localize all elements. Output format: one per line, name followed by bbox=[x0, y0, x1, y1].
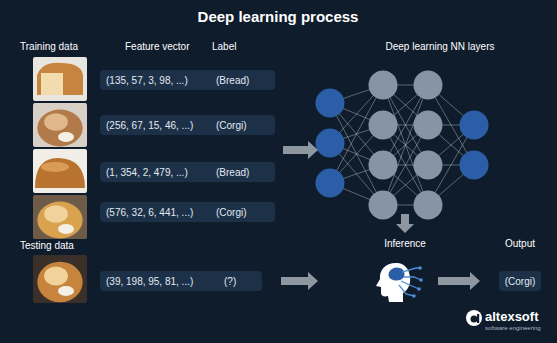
circuit-dot bbox=[417, 287, 421, 291]
corgi-fur bbox=[44, 205, 68, 223]
bread-highlight bbox=[41, 162, 69, 172]
bread-loaf bbox=[35, 158, 85, 188]
flow-arrow bbox=[396, 214, 414, 233]
photo bbox=[33, 57, 87, 101]
feature-vector-box: (576, 32, 6, 441, ...)(Corgi) bbox=[100, 202, 275, 222]
photo bbox=[33, 255, 87, 303]
neuron bbox=[460, 111, 489, 140]
bread-slice bbox=[41, 73, 63, 95]
feature-vector: (1, 354, 2, 479, ...) bbox=[106, 167, 216, 178]
nn-link bbox=[383, 85, 428, 205]
logo-text: altexsoft bbox=[485, 309, 538, 324]
neuron bbox=[414, 111, 443, 140]
column-header: Deep learning NN layers bbox=[386, 41, 495, 52]
neuron bbox=[460, 151, 489, 180]
corgi-body bbox=[37, 202, 82, 239]
neuron bbox=[316, 89, 345, 118]
class-label: (Corgi) bbox=[505, 276, 536, 287]
photo bbox=[33, 149, 87, 193]
bread-loaf bbox=[37, 63, 83, 95]
corgi-fur bbox=[44, 113, 68, 131]
neuron bbox=[316, 129, 345, 158]
neuron bbox=[316, 169, 345, 198]
flow-arrow bbox=[283, 141, 318, 159]
class-label: (Corgi) bbox=[216, 207, 247, 218]
neuron bbox=[369, 111, 398, 140]
class-label: (Bread) bbox=[216, 167, 249, 178]
feature-vector-box: (135, 57, 3, 98, ...)(Bread) bbox=[100, 70, 275, 90]
flow-arrow bbox=[438, 272, 480, 290]
flow-arrows bbox=[281, 141, 480, 290]
corgi-body bbox=[37, 110, 82, 147]
feature-vector-box: (1, 354, 2, 479, ...)(Bread) bbox=[100, 162, 275, 182]
logo-hole bbox=[471, 316, 478, 323]
circuit-dot bbox=[419, 278, 423, 282]
logo-stem bbox=[477, 314, 479, 323]
neuron bbox=[414, 71, 443, 100]
neuron bbox=[369, 191, 398, 220]
neuron bbox=[369, 71, 398, 100]
section-label: Testing data bbox=[20, 240, 74, 251]
class-label: (Corgi) bbox=[216, 120, 247, 131]
neuron bbox=[369, 151, 398, 180]
corgi-patch bbox=[58, 224, 74, 234]
circuit-dot bbox=[412, 294, 416, 298]
feature-vector: (39, 198, 95, 81, ...) bbox=[106, 276, 224, 287]
circuit-line bbox=[402, 268, 420, 272]
nn-neurons bbox=[316, 71, 489, 220]
title: Deep learning process bbox=[198, 8, 359, 25]
photo bbox=[33, 103, 87, 147]
nn-link bbox=[383, 85, 428, 205]
ai-head-icon bbox=[376, 263, 423, 302]
circuit-line bbox=[399, 285, 414, 296]
column-header: Training data bbox=[20, 41, 78, 52]
photo bbox=[33, 195, 87, 239]
logo-mark bbox=[466, 310, 482, 326]
step-label: Inference bbox=[384, 238, 426, 249]
step-label: Output bbox=[505, 238, 535, 249]
class-label: (?) bbox=[224, 276, 236, 287]
photo-ground bbox=[33, 103, 87, 147]
corgi-fur bbox=[44, 266, 68, 285]
neuron bbox=[414, 151, 443, 180]
feature-vector-box: (256, 67, 15, 46, ...)(Corgi) bbox=[100, 115, 275, 135]
photo-ground bbox=[33, 57, 87, 101]
photo-ground bbox=[33, 255, 87, 303]
photo-ground bbox=[33, 195, 87, 239]
circuit-dot bbox=[418, 266, 422, 270]
brain-shape bbox=[389, 268, 405, 281]
photo-ground bbox=[33, 149, 87, 193]
circuit-line bbox=[401, 281, 419, 289]
feature-vector-box: (39, 198, 95, 81, ...)(?) bbox=[100, 271, 262, 291]
class-label: (Bread) bbox=[216, 75, 249, 86]
output-box: (Corgi) bbox=[499, 271, 542, 291]
feature-vector: (135, 57, 3, 98, ...) bbox=[106, 75, 216, 86]
logo-circle bbox=[466, 310, 482, 326]
column-header: Feature vector bbox=[125, 41, 189, 52]
corgi-body bbox=[37, 262, 82, 302]
circuit-line bbox=[404, 277, 421, 280]
feature-vector: (576, 32, 6, 441, ...) bbox=[106, 207, 216, 218]
corgi-patch bbox=[58, 132, 74, 142]
nn-links bbox=[330, 85, 474, 205]
column-header: Label bbox=[212, 41, 236, 52]
feature-vector: (256, 67, 15, 46, ...) bbox=[106, 120, 216, 131]
corgi-patch bbox=[58, 286, 74, 296]
flow-arrow bbox=[281, 272, 318, 290]
neuron bbox=[414, 191, 443, 220]
logo-subtitle: software engineering bbox=[485, 325, 541, 331]
